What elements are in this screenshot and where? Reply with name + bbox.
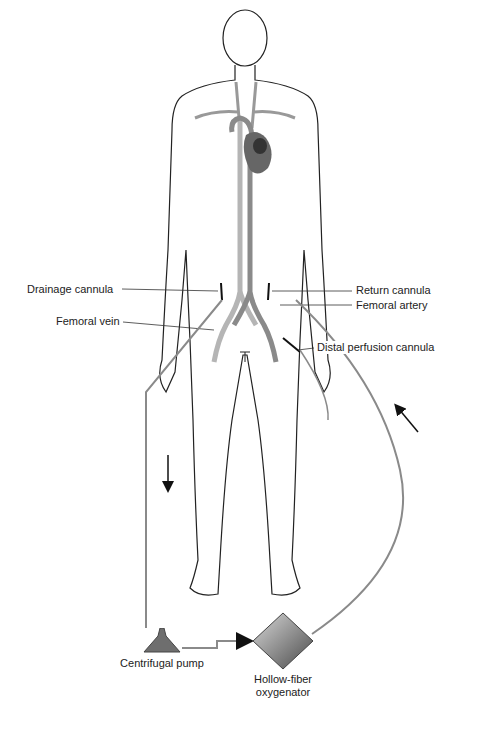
pump-node: Centrifugal pump (119, 628, 205, 670)
part-label: Return cannula (355, 284, 432, 297)
part-label: Femoral artery (355, 299, 429, 312)
node-label: Centrifugal pump (119, 657, 205, 670)
part-label: Distal perfusion cannula (316, 341, 435, 354)
part-label: Drainage cannula (26, 283, 114, 296)
node-label: Hollow-fiber oxygenator (238, 673, 328, 699)
pump-symbol (142, 628, 182, 654)
oxygenator-symbol (252, 612, 314, 670)
part-label: Femoral vein (55, 315, 121, 328)
oxygenator-node: Hollow-fiber oxygenator (238, 612, 328, 699)
flow-connector (182, 641, 252, 648)
